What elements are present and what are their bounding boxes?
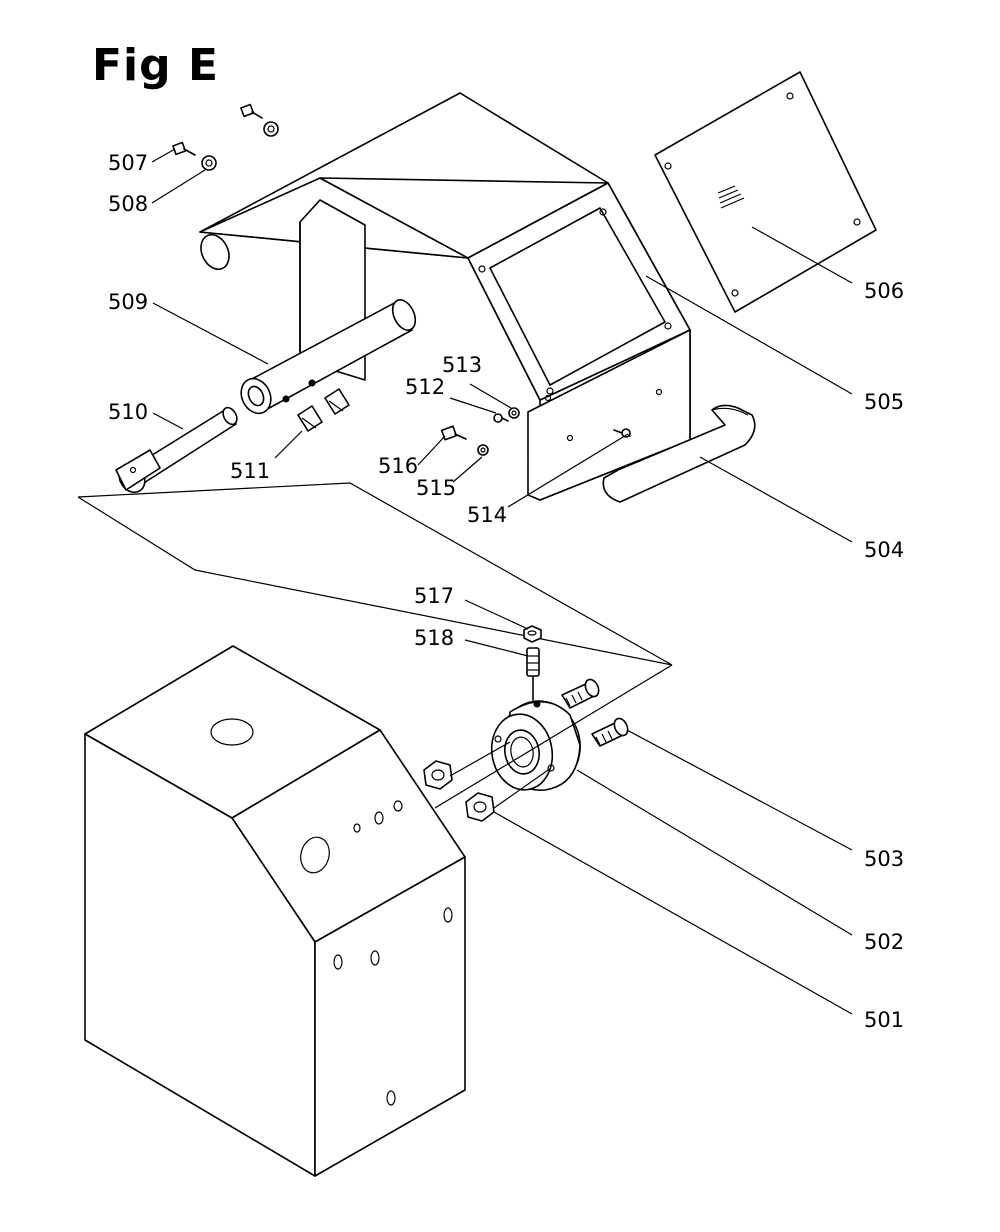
callout-501: 501 — [864, 1008, 904, 1032]
callout-508: 508 — [108, 192, 148, 216]
guard-cover-505 — [199, 92, 691, 501]
callout-515: 515 — [416, 476, 456, 500]
cabinet-base — [84, 645, 466, 1177]
callout-512: 512 — [405, 375, 445, 399]
grease-fitting-518 — [526, 647, 540, 701]
nut-517 — [523, 625, 542, 643]
nut-501 — [423, 760, 495, 822]
leader-lines — [151, 148, 853, 1015]
plate-grille-icon — [717, 185, 745, 209]
bolt-516 — [440, 425, 467, 441]
washer-515 — [477, 444, 489, 456]
callout-labels: 507 508 509 510 511 512 513 514 515 516 … — [108, 151, 904, 1032]
washer-513 — [508, 407, 520, 419]
pin-510 — [115, 406, 238, 494]
callout-505: 505 — [864, 390, 904, 414]
callout-518: 518 — [414, 626, 454, 650]
callout-510: 510 — [108, 400, 148, 424]
set-screw-511 — [297, 388, 350, 432]
handle-504 — [602, 404, 756, 503]
callout-509: 509 — [108, 290, 148, 314]
screw-512 — [493, 413, 509, 423]
callout-507: 507 — [108, 151, 148, 175]
hub-502 — [490, 700, 581, 791]
callout-511: 511 — [230, 459, 270, 483]
access-plate-506 — [654, 71, 877, 313]
callout-516: 516 — [378, 454, 418, 478]
assembly-line — [434, 664, 673, 809]
callout-504: 504 — [864, 538, 904, 562]
callout-502: 502 — [864, 930, 904, 954]
callout-513: 513 — [442, 353, 482, 377]
upper-assembly-bracket — [77, 482, 673, 666]
assembly-line — [493, 767, 552, 809]
screw-507 — [172, 103, 263, 156]
assembly-line — [449, 741, 511, 777]
callout-514: 514 — [467, 503, 507, 527]
callout-517: 517 — [414, 584, 454, 608]
sleeve-509 — [240, 299, 417, 415]
callout-506: 506 — [864, 279, 904, 303]
washer-508 — [201, 121, 279, 171]
callout-503: 503 — [864, 847, 904, 871]
bolt-503 — [561, 678, 629, 747]
figure-title: Fig E — [92, 40, 220, 91]
